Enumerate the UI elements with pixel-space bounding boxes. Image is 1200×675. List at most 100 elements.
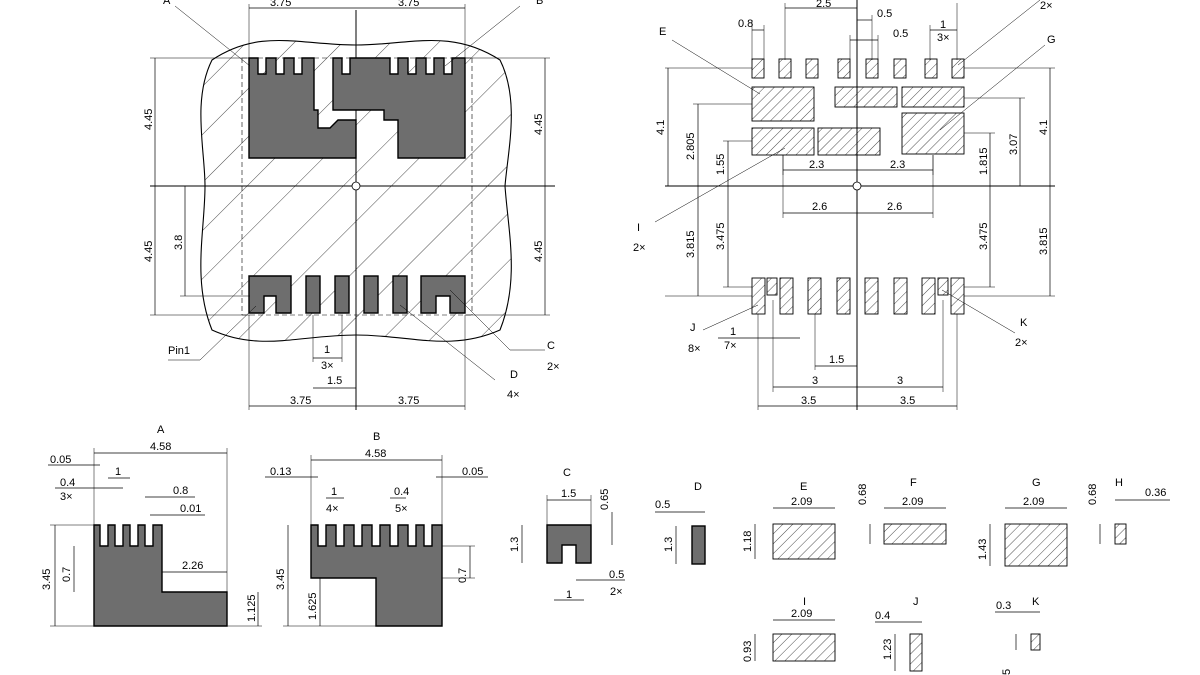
dim-right-upper: 4.45 xyxy=(533,114,545,135)
pad-H-1 xyxy=(751,58,765,79)
pad-J-6 xyxy=(893,277,908,315)
detail-I-title: I xyxy=(803,596,806,608)
pad-K-2 xyxy=(937,277,949,296)
label-J-count: 8× xyxy=(688,343,701,355)
detail-G-h: 1.43 xyxy=(977,539,989,560)
detail-G-w: 2.09 xyxy=(1023,496,1044,508)
detail-B-c: 1 xyxy=(331,486,337,498)
pad-H-6 xyxy=(893,58,907,79)
view1-footprint: 3.75 3.75 4.45 4.45 3.8 4.45 4.45 1 3× 1… xyxy=(143,0,560,410)
dim-3475-left: 3.475 xyxy=(715,222,727,250)
dim-top-left: 3.75 xyxy=(270,0,291,9)
center-mark-2 xyxy=(852,181,862,191)
dim-25: 2.5 xyxy=(816,0,831,10)
dim-155: 1.55 xyxy=(715,154,727,175)
detail-A-d: 0.8 xyxy=(173,485,188,497)
detail-A-g: 2.26 xyxy=(182,560,203,572)
pad-C-left xyxy=(248,275,292,314)
detail-D: D 0.5 1.3 xyxy=(655,481,706,565)
label-E: E xyxy=(659,26,666,38)
label-D-count: 4× xyxy=(507,389,520,401)
dim-inner: 3.8 xyxy=(173,235,185,250)
dim-3815-left: 3.815 xyxy=(685,230,697,258)
detail-J-h: 1.23 xyxy=(882,639,894,660)
detail-I-w: 2.09 xyxy=(791,608,812,620)
detail-E-title: E xyxy=(800,481,807,493)
label-H-count: 2× xyxy=(1040,0,1053,12)
detail-A-shape xyxy=(93,524,228,627)
pad-J-3 xyxy=(807,277,822,315)
dim-left-upper: 4.45 xyxy=(143,109,155,130)
dim-top-right: 3.75 xyxy=(398,0,419,9)
pad-J-7 xyxy=(921,277,936,315)
label-I-count: 2× xyxy=(633,242,646,254)
detail-J-w: 0.4 xyxy=(875,610,890,622)
dim-35-left: 3.5 xyxy=(801,395,816,407)
dim-3-right: 3 xyxy=(897,375,903,387)
detail-A-f: 0.7 xyxy=(61,567,73,582)
dim-41-left: 4.1 xyxy=(655,120,667,135)
detail-F-w: 2.09 xyxy=(902,496,923,508)
dim-3475-right: 3.475 xyxy=(978,222,990,250)
label-C: C xyxy=(547,340,555,352)
pad-D-3 xyxy=(363,275,379,314)
dim-3-left: 3 xyxy=(812,375,818,387)
detail-C-w: 1.5 xyxy=(561,488,576,500)
dim-pitch: 1 xyxy=(324,344,330,356)
detail-B-c-count: 4× xyxy=(326,503,339,515)
view2-stencil: 4.1 2.805 1.55 3.815 3.475 4.1 3.07 1.81… xyxy=(633,0,1056,410)
detail-K-h: 5 xyxy=(1001,669,1013,675)
detail-B-a: 0.13 xyxy=(270,466,291,478)
detail-H-w: 0.36 xyxy=(1145,487,1166,499)
detail-K: K 0.3 5 xyxy=(995,596,1041,675)
detail-I-h: 0.93 xyxy=(742,641,754,662)
detail-B-d-count: 5× xyxy=(395,503,408,515)
dim-bottom-right: 3.75 xyxy=(398,395,419,407)
detail-H-title: H xyxy=(1115,477,1123,489)
detail-A-c: 0.4 xyxy=(60,477,75,489)
detail-E: E 2.09 1.18 xyxy=(742,481,836,560)
detail-A-h: 3.45 xyxy=(41,569,53,590)
pad-H-7 xyxy=(924,58,938,79)
detail-C: C 1.5 1.3 0.65 0.5 2× 1 xyxy=(509,467,625,601)
detail-F-h: 0.68 xyxy=(857,484,869,505)
dim-3815-right: 3.815 xyxy=(1038,227,1050,255)
detail-K-w: 0.3 xyxy=(996,600,1011,612)
pad-J-5 xyxy=(864,277,879,315)
detail-F: F 2.09 0.68 xyxy=(857,477,947,545)
detail-B-h: 3.45 xyxy=(275,569,287,590)
dim-right-lower: 4.45 xyxy=(533,241,545,262)
detail-B-d: 0.4 xyxy=(394,486,409,498)
dim-23-left: 2.3 xyxy=(809,159,824,171)
dim-15: 1.5 xyxy=(829,354,844,366)
detail-B-w: 4.58 xyxy=(365,448,386,460)
dim-05a: 0.5 xyxy=(877,8,892,20)
detail-C-b-count: 2× xyxy=(610,586,623,598)
dim-08: 0.8 xyxy=(738,18,753,30)
detail-H: H 0.36 0.68 xyxy=(1087,477,1170,545)
detail-C-title: C xyxy=(563,467,571,479)
label-B: B xyxy=(536,0,543,7)
pad-H-2 xyxy=(778,58,792,79)
pad-B xyxy=(332,57,466,159)
label-K: K xyxy=(1020,317,1028,329)
detail-K-title: K xyxy=(1032,596,1040,608)
detail-J-title: J xyxy=(913,596,919,608)
detail-J: J 0.4 1.23 xyxy=(875,596,923,672)
detail-A-title: A xyxy=(157,424,165,436)
dim-1815: 1.815 xyxy=(978,147,990,175)
detail-F-shape xyxy=(883,523,947,545)
label-I: I xyxy=(637,222,640,234)
center-mark xyxy=(351,181,361,191)
detail-A-w: 4.58 xyxy=(150,441,171,453)
dim-j1: 1 xyxy=(730,326,736,338)
label-A: A xyxy=(163,0,171,7)
pad-H-3 xyxy=(805,58,819,79)
pad-J-1 xyxy=(751,277,766,315)
detail-H-shape xyxy=(1114,523,1127,545)
pad-E xyxy=(751,86,815,122)
detail-G-title: G xyxy=(1032,477,1041,489)
detail-B-f: 1.625 xyxy=(307,592,319,620)
pad-F-1 xyxy=(834,86,898,108)
